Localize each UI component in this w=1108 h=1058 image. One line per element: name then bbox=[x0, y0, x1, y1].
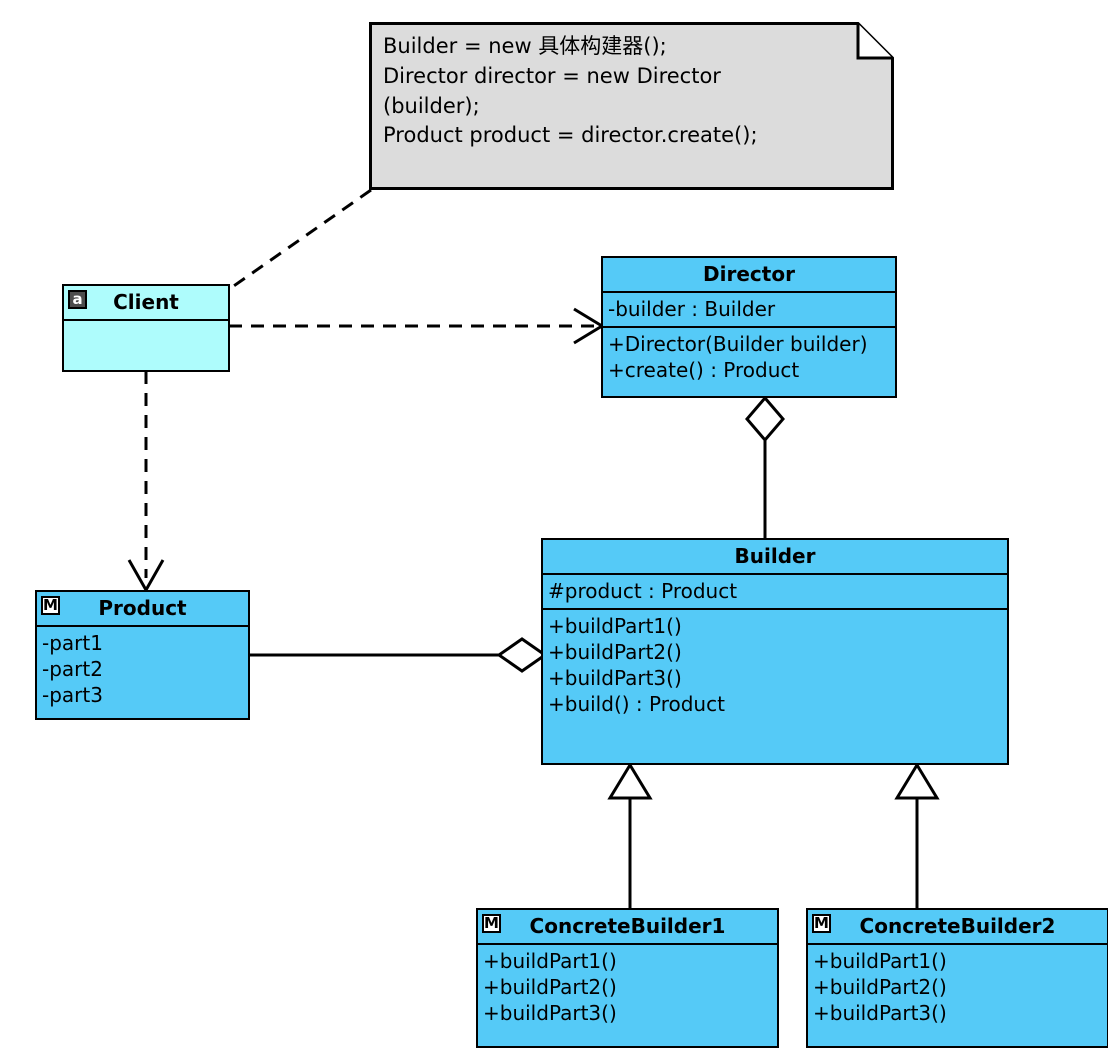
class-title-product: M Product bbox=[37, 592, 248, 627]
aggregation-diamond-director bbox=[745, 395, 785, 443]
class-title-builder: Builder bbox=[543, 540, 1007, 575]
class-name-concretebuilder2: ConcreteBuilder2 bbox=[859, 914, 1056, 938]
operation-row: +buildPart1() bbox=[813, 949, 947, 973]
class-title-concretebuilder2: M ConcreteBuilder2 bbox=[808, 910, 1107, 945]
note-shape bbox=[369, 22, 894, 190]
class-operations-director: +Director(Builder builder) +create() : P… bbox=[603, 328, 895, 387]
operation-row: +buildPart3() bbox=[813, 1001, 947, 1025]
attribute-row: -part1 bbox=[42, 631, 103, 655]
class-body-client bbox=[64, 321, 228, 328]
class-attributes-builder: #product : Product bbox=[543, 575, 1007, 610]
aggregation-diamond-builder bbox=[496, 637, 548, 673]
class-operations-concretebuilder1: +buildPart1() +buildPart2() +buildPart3(… bbox=[478, 945, 777, 1030]
operation-row: +buildPart2() bbox=[813, 975, 947, 999]
operation-row: +buildPart1() bbox=[483, 949, 617, 973]
class-box-director[interactable]: Director -builder : Builder +Director(Bu… bbox=[601, 256, 897, 398]
abstract-badge-icon: a bbox=[68, 290, 87, 309]
class-title-client: a Client bbox=[64, 286, 228, 321]
operation-row: +buildPart3() bbox=[548, 666, 682, 690]
class-name-product: Product bbox=[98, 596, 187, 620]
arrowhead-client-to-director bbox=[573, 307, 605, 345]
class-name-client: Client bbox=[113, 290, 179, 314]
operation-row: +Director(Builder builder) bbox=[608, 332, 868, 356]
operation-row: +buildPart1() bbox=[548, 614, 682, 638]
class-operations-concretebuilder2: +buildPart1() +buildPart2() +buildPart3(… bbox=[808, 945, 1107, 1030]
note-comment-box: Builder = new 具体构建器(); Director director… bbox=[369, 22, 894, 190]
attribute-row: -part2 bbox=[42, 657, 103, 681]
operation-row: +create() : Product bbox=[608, 358, 800, 382]
operation-row: +build() : Product bbox=[548, 692, 725, 716]
model-badge-icon: M bbox=[812, 914, 831, 933]
operation-row: +buildPart2() bbox=[548, 640, 682, 664]
attribute-row: #product : Product bbox=[548, 579, 738, 603]
model-badge-icon: M bbox=[41, 596, 60, 615]
attribute-row: -part3 bbox=[42, 683, 103, 707]
operation-row: +buildPart2() bbox=[483, 975, 617, 999]
attribute-row: -builder : Builder bbox=[608, 297, 776, 321]
generalization-triangle-cb1 bbox=[607, 762, 653, 800]
class-attributes-product: -part1 -part2 -part3 bbox=[37, 627, 248, 712]
class-title-director: Director bbox=[603, 258, 895, 293]
class-title-concretebuilder1: M ConcreteBuilder1 bbox=[478, 910, 777, 945]
class-box-builder[interactable]: Builder #product : Product +buildPart1()… bbox=[541, 538, 1009, 765]
class-name-concretebuilder1: ConcreteBuilder1 bbox=[529, 914, 726, 938]
connector-note-to-client bbox=[227, 188, 372, 292]
class-box-client[interactable]: a Client bbox=[62, 284, 230, 372]
class-name-director: Director bbox=[703, 262, 795, 286]
class-box-product[interactable]: M Product -part1 -part2 -part3 bbox=[35, 590, 250, 720]
operation-row: +buildPart3() bbox=[483, 1001, 617, 1025]
generalization-triangle-cb2 bbox=[894, 762, 940, 800]
model-badge-icon: M bbox=[482, 914, 501, 933]
class-attributes-director: -builder : Builder bbox=[603, 293, 895, 328]
class-box-concretebuilder2[interactable]: M ConcreteBuilder2 +buildPart1() +buildP… bbox=[806, 908, 1108, 1048]
arrowhead-client-to-product bbox=[127, 559, 165, 594]
note-text: Builder = new 具体构建器(); Director director… bbox=[383, 34, 758, 148]
class-operations-builder: +buildPart1() +buildPart2() +buildPart3(… bbox=[543, 610, 1007, 721]
class-box-concretebuilder1[interactable]: M ConcreteBuilder1 +buildPart1() +buildP… bbox=[476, 908, 779, 1048]
class-name-builder: Builder bbox=[734, 544, 816, 568]
